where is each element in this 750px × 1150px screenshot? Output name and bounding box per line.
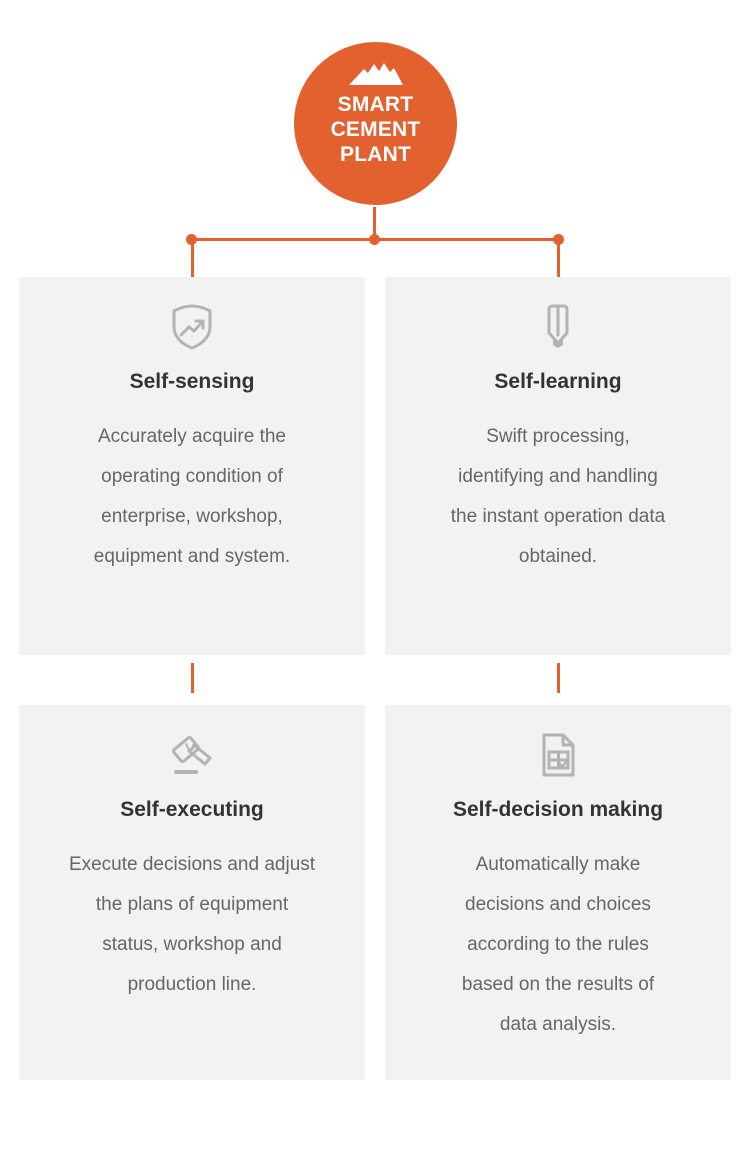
connector-drop-right <box>557 241 560 277</box>
card-body-line: status, workshop and <box>102 934 282 955</box>
connector-dot-right <box>553 234 564 245</box>
card-title: Self-sensing <box>129 370 255 393</box>
document-grid-check-icon <box>542 733 575 777</box>
card-body-line: data analysis. <box>499 1014 617 1035</box>
connector-dot-left <box>186 234 197 245</box>
card-body-line: Automatically make <box>475 854 641 875</box>
card-body-line: Execute decisions and adjust <box>68 854 316 875</box>
card-body-line: based on the results of <box>461 974 655 995</box>
card-body-line: the plans of equipment <box>95 894 289 915</box>
card-body-line: according to the rules <box>467 934 649 955</box>
hub-title-line-1: SMART <box>337 93 414 116</box>
card-title: Self-learning <box>494 370 622 393</box>
hub-title-line-2: CEMENT <box>330 118 421 141</box>
connector-hub-stem <box>373 207 376 235</box>
connector-drop-left <box>191 241 194 277</box>
card-body: Swift processing, identifying and handli… <box>407 417 709 577</box>
card-body-line: decisions and choices <box>465 894 651 915</box>
card-body: Automatically make decisions and choices… <box>407 845 709 1045</box>
card-body-line: enterprise, workshop, <box>101 506 283 527</box>
card-body: Accurately acquire the operating conditi… <box>41 417 343 577</box>
connector-middle-right <box>557 663 560 693</box>
card-body-line: Accurately acquire the <box>98 426 286 447</box>
card-body-line: operating condition of <box>101 466 283 487</box>
connector-middle-left <box>191 663 194 693</box>
card-self-sensing: Self-sensing Accurately acquire the oper… <box>19 277 365 655</box>
card-body-line: production line. <box>127 974 257 995</box>
card-body-line: obtained. <box>518 546 598 567</box>
card-self-learning: Self-learning Swift processing, identify… <box>385 277 731 655</box>
mountain-icon <box>348 63 403 85</box>
connector-dot-center <box>369 234 380 245</box>
shield-trend-icon <box>172 304 212 350</box>
card-body-line: equipment and system. <box>93 546 291 567</box>
smart-cement-plant-hub: SMART CEMENT PLANT <box>294 42 457 205</box>
card-self-executing: Self-executing Execute decisions and adj… <box>19 705 365 1080</box>
card-self-decision-making: Self-decision making Automatically make … <box>385 705 731 1080</box>
hub-title: SMART CEMENT PLANT <box>331 92 421 167</box>
card-title: Self-executing <box>120 798 264 821</box>
card-body-line: Swift processing, <box>486 426 630 447</box>
hub-title-line-3: PLANT <box>340 143 411 166</box>
card-body: Execute decisions and adjust the plans o… <box>41 845 343 1005</box>
card-title: Self-decision making <box>452 798 664 821</box>
card-body-line: identifying and handling <box>458 466 658 487</box>
card-body-line: the instant operation data <box>450 506 666 527</box>
gavel-icon <box>172 736 212 774</box>
pencil-icon <box>547 304 569 348</box>
